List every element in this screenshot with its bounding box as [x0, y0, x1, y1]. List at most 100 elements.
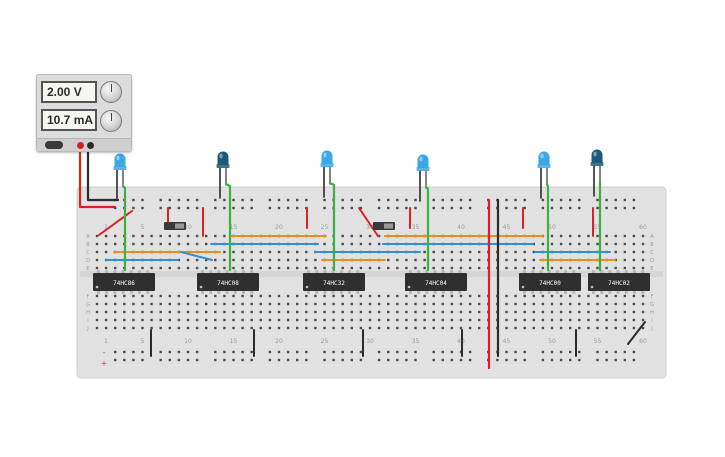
terminal-hole: [205, 326, 208, 330]
terminal-hole: [104, 326, 108, 330]
ic-chip[interactable]: 74HC04: [405, 270, 467, 294]
terminal-hole: [559, 266, 563, 270]
rail-hole: [632, 350, 636, 354]
terminal-hole: [296, 302, 299, 306]
terminal-hole: [123, 294, 126, 298]
rail-hole: [396, 206, 399, 210]
terminal-hole: [95, 326, 99, 330]
terminal-hole: [205, 310, 208, 314]
terminal-hole: [432, 318, 435, 322]
terminal-hole: [405, 326, 408, 330]
rail-hole: [296, 206, 299, 210]
terminal-hole: [123, 318, 126, 322]
ic-chip[interactable]: 74HC86: [93, 270, 155, 294]
voltage-knob[interactable]: [100, 81, 122, 103]
terminal-hole: [286, 258, 290, 262]
terminal-hole: [632, 310, 636, 314]
switch-slider: [175, 223, 184, 229]
ic-chip[interactable]: 74HC02: [588, 270, 650, 294]
chip-pin: [624, 290, 628, 294]
terminal-hole: [623, 310, 626, 314]
power-switch[interactable]: [45, 141, 63, 149]
ic-chip[interactable]: 74HC32: [303, 270, 365, 294]
terminal-hole: [423, 318, 426, 322]
led[interactable]: [416, 154, 430, 172]
rail-hole: [614, 206, 617, 210]
terminal-hole: [341, 310, 344, 314]
led-highlight: [540, 153, 544, 159]
terminal-hole: [641, 326, 645, 330]
ic-chip[interactable]: 74HC08: [197, 270, 259, 294]
rail-hole: [159, 198, 162, 202]
rail-hole: [523, 358, 526, 362]
terminal-hole: [387, 266, 390, 270]
positive-terminal[interactable]: [77, 142, 84, 149]
terminal-hole: [605, 242, 608, 246]
terminal-hole: [468, 318, 472, 322]
terminal-hole: [341, 234, 344, 238]
terminal-hole: [259, 326, 262, 330]
rail-hole: [569, 350, 572, 354]
rail-hole: [578, 358, 581, 362]
rail-hole: [132, 350, 135, 354]
terminal-hole: [614, 326, 617, 330]
chip-pin: [209, 290, 213, 294]
terminal-hole: [405, 318, 408, 322]
row-letter: E: [86, 266, 89, 272]
column-number: 20: [275, 224, 283, 231]
rail-hole: [523, 198, 526, 202]
breadboard-body: [76, 186, 667, 379]
slide-switch[interactable]: [164, 222, 186, 230]
led[interactable]: [113, 153, 127, 171]
power-supply[interactable]: 2.00 V 10.7 mA: [36, 74, 132, 152]
terminal-hole: [605, 234, 608, 238]
terminal-hole: [478, 266, 481, 270]
led[interactable]: [537, 151, 551, 169]
terminal-hole: [587, 294, 590, 298]
chip-pin: [121, 290, 125, 294]
rail-hole: [177, 358, 181, 362]
terminal-hole: [214, 310, 217, 314]
rail-hole: [559, 198, 563, 202]
chip-pin: [225, 290, 229, 294]
terminal-hole: [214, 266, 217, 270]
terminal-hole: [104, 302, 108, 306]
terminal-hole: [305, 266, 308, 270]
terminal-hole: [523, 258, 526, 262]
terminal-hole: [614, 242, 617, 246]
rail-hole: [232, 206, 235, 210]
rail-hole: [250, 198, 253, 202]
terminal-hole: [505, 310, 508, 314]
terminal-hole: [614, 250, 617, 254]
rail-hole: [277, 358, 281, 362]
chip-pin: [555, 290, 559, 294]
terminal-hole: [541, 266, 545, 270]
terminal-hole: [141, 234, 144, 238]
led[interactable]: [216, 151, 230, 169]
terminal-hole: [205, 294, 208, 298]
current-knob[interactable]: [100, 110, 122, 132]
rail-hole: [523, 350, 526, 354]
terminal-hole: [532, 310, 535, 314]
negative-terminal[interactable]: [87, 142, 94, 149]
terminal-hole: [305, 294, 308, 298]
chip-pin: [641, 270, 645, 274]
led[interactable]: [590, 149, 604, 166]
rail-hole: [177, 206, 181, 210]
chip-pin: [450, 270, 453, 274]
chip-pin: [564, 270, 567, 274]
terminal-hole: [323, 266, 326, 270]
terminal-hole: [114, 302, 117, 306]
led[interactable]: [320, 150, 334, 167]
terminal-hole: [223, 326, 226, 330]
chip-pin: [97, 270, 100, 274]
led-dome: [114, 153, 126, 167]
rail-hole: [186, 358, 190, 362]
terminal-hole: [177, 302, 181, 306]
ic-chip[interactable]: 74HC00: [519, 270, 581, 294]
chip-pin: [323, 290, 327, 294]
row-letter: G: [86, 302, 90, 308]
slide-switch[interactable]: [373, 222, 395, 230]
